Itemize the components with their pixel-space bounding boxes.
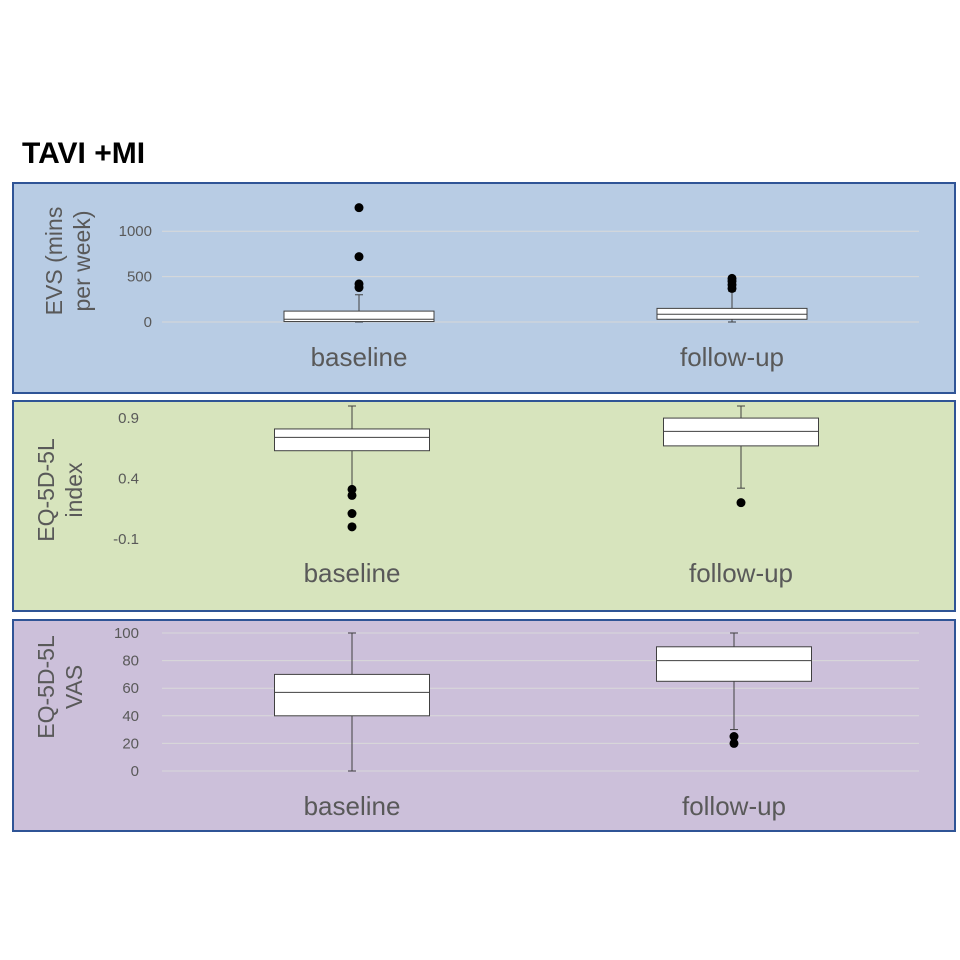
y-tick-label: 0 xyxy=(131,763,139,780)
outlier-point xyxy=(354,203,364,213)
y-tick-label: 100 xyxy=(114,625,139,642)
outlier-point xyxy=(729,732,739,741)
box-iqr xyxy=(663,417,819,447)
category-label: baseline xyxy=(304,558,401,588)
outlier-point xyxy=(347,522,357,532)
category-label: follow-up xyxy=(682,791,786,821)
outlier-point xyxy=(354,279,364,289)
outlier-point xyxy=(347,490,357,500)
y-tick-label: 500 xyxy=(127,269,152,286)
outlier-point xyxy=(347,509,357,519)
y-tick-label: 80 xyxy=(122,653,139,670)
page-title: TAVI +MI xyxy=(22,137,146,170)
category-label: follow-up xyxy=(680,342,784,372)
y-tick-label: 0.4 xyxy=(118,471,139,488)
y-tick-label: 20 xyxy=(122,735,139,752)
y-axis-title-line: EVS (mins xyxy=(41,207,67,316)
y-axis-title-line: VAS xyxy=(61,665,87,709)
y-axis-title-line: per week) xyxy=(69,211,95,312)
box-iqr xyxy=(274,673,430,717)
y-axis-title-line: EQ-5D-5L xyxy=(33,635,59,739)
outlier-point xyxy=(729,738,739,748)
y-tick-label: 0.9 xyxy=(118,410,139,427)
outlier-point xyxy=(736,498,746,508)
category-label: baseline xyxy=(311,342,408,372)
y-axis-title-line: index xyxy=(61,462,87,517)
y-axis-title-line: EQ-5D-5L xyxy=(33,438,59,542)
y-tick-label: -0.1 xyxy=(113,531,139,548)
outlier-point xyxy=(354,252,364,262)
y-tick-label: 40 xyxy=(122,708,139,725)
outlier-point xyxy=(727,273,737,283)
y-tick-label: 1000 xyxy=(119,223,152,240)
box-iqr xyxy=(656,646,812,682)
box-iqr xyxy=(283,310,435,323)
category-label: follow-up xyxy=(689,558,793,588)
y-tick-label: 60 xyxy=(122,680,139,697)
y-tick-label: 0 xyxy=(144,314,152,331)
category-label: baseline xyxy=(304,791,401,821)
box-iqr xyxy=(274,428,430,452)
